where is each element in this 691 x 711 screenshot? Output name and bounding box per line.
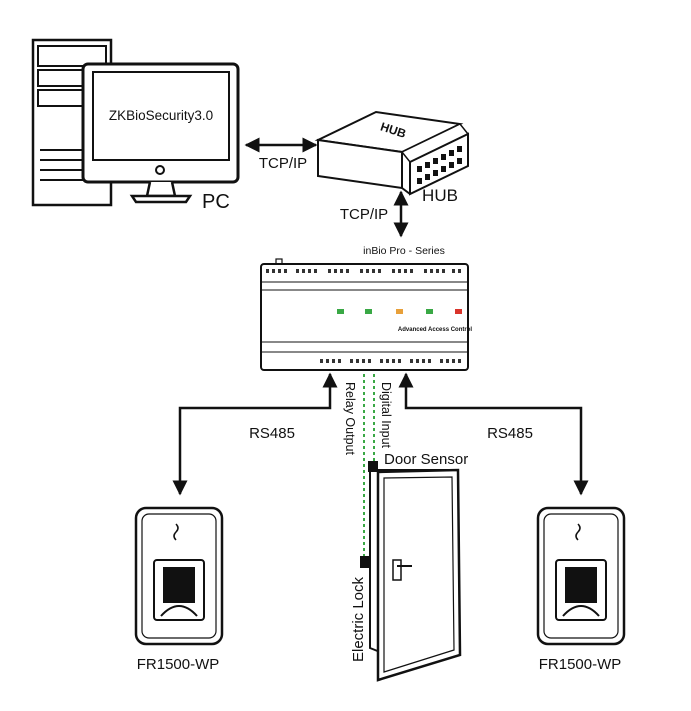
electric-lock-block [360,556,369,568]
door-handle [392,559,412,581]
controller-series-label: inBio Pro - Series [363,245,445,257]
reader-left-label: FR1500-WP [137,656,220,673]
reader-left-sensor [163,567,195,603]
tcpip-link-hub-controller: TCP/IP [340,190,409,238]
pc-monitor [81,62,240,204]
reader-right: FR1500-WP [536,506,626,673]
tcpip-label-pc-hub: TCP/IP [259,155,307,172]
hub-ports [417,146,462,184]
rs485-label-left: RS485 [249,425,295,442]
rs485-link-right: RS485 [398,372,589,496]
controller-status-leds [337,309,462,314]
digital-input-wire: Digital Input [373,374,393,465]
door: Door Sensor Electric Lock [350,451,468,682]
access-controller: inBio Pro - Series [260,245,472,371]
controller-brand-text: Advanced Access Control [398,327,472,333]
electric-lock-label: Electric Lock [350,576,367,662]
network-hub: HUB HUB [314,110,470,205]
pc-workstation: ZKBioSecurity3.0 PC [31,38,240,213]
hub-label: HUB [422,186,458,205]
reader-right-label: FR1500-WP [539,656,622,673]
tcpip-link-pc-hub: TCP/IP [244,137,318,172]
reader-left: FR1500-WP [134,506,224,673]
reader-right-sensor [565,567,597,603]
door-sensor-label: Door Sensor [384,451,468,468]
pc-label: PC [202,191,230,213]
rs485-label-right: RS485 [487,425,533,442]
digital-input-label: Digital Input [379,382,393,449]
controller-top-terminals [266,269,461,273]
tcpip-label-hub-controller: TCP/IP [340,206,388,223]
pc-screen-text: ZKBioSecurity3.0 [109,108,213,123]
door-sensor-block [368,461,378,472]
controller-bottom-terminals [320,359,461,363]
relay-output-wire: Relay Output [343,374,365,560]
rs485-link-left: RS485 [172,372,338,496]
relay-output-label: Relay Output [343,382,357,455]
